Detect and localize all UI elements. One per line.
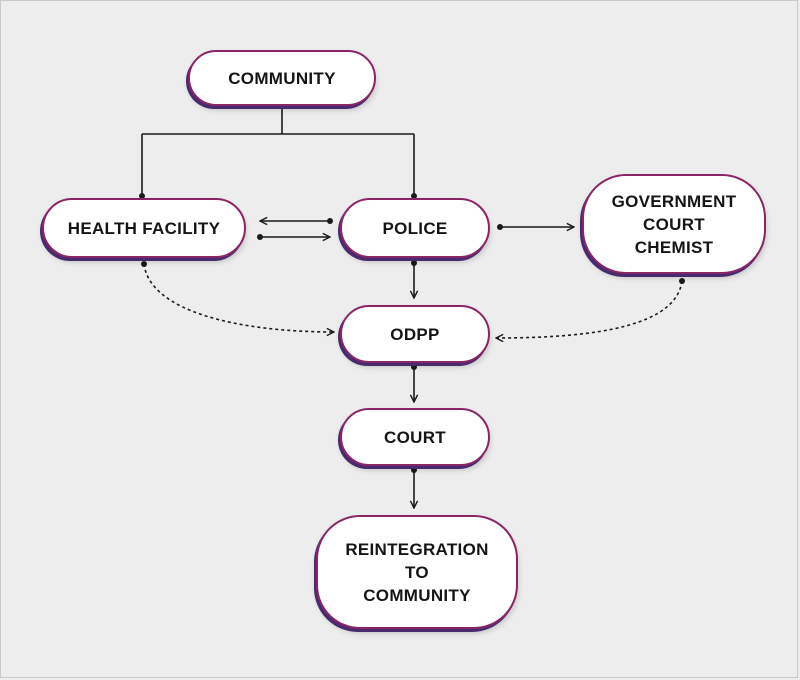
node-community: COMMUNITY [188, 50, 376, 106]
edge-dot [679, 278, 685, 284]
edge-dot [327, 218, 333, 224]
node-police: POLICE [340, 198, 490, 258]
edge-dot [257, 234, 263, 240]
node-police-label: POLICE [382, 218, 448, 238]
edge-dot [497, 224, 503, 230]
node-court-label: COURT [384, 427, 446, 447]
node-government-court-chemist-label: GOVERNMENT COURT CHEMIST [611, 191, 737, 257]
node-odpp-label: ODPP [390, 324, 440, 344]
edge-health-to-odpp-dashed [143, 263, 334, 332]
node-health-facility: HEALTH FACILITY [42, 198, 246, 258]
node-health-facility-label: HEALTH FACILITY [67, 218, 221, 238]
edge-dot [411, 193, 417, 199]
node-odpp: ODPP [340, 305, 490, 363]
node-community-label: COMMUNITY [228, 68, 336, 88]
edge-dot [139, 193, 145, 199]
node-government-court-chemist: GOVERNMENT COURT CHEMIST [582, 174, 766, 274]
edge-dot [411, 260, 417, 266]
edge-chemist-to-odpp-dashed [496, 280, 683, 338]
node-reintegration-label: REINTEGRATION TO COMMUNITY [345, 539, 489, 605]
edge-dot [411, 467, 417, 473]
edge-community-split [141, 106, 415, 196]
edge-dot [141, 261, 147, 267]
edge-dot [411, 364, 417, 370]
node-court: COURT [340, 408, 490, 466]
node-reintegration: REINTEGRATION TO COMMUNITY [316, 515, 518, 629]
